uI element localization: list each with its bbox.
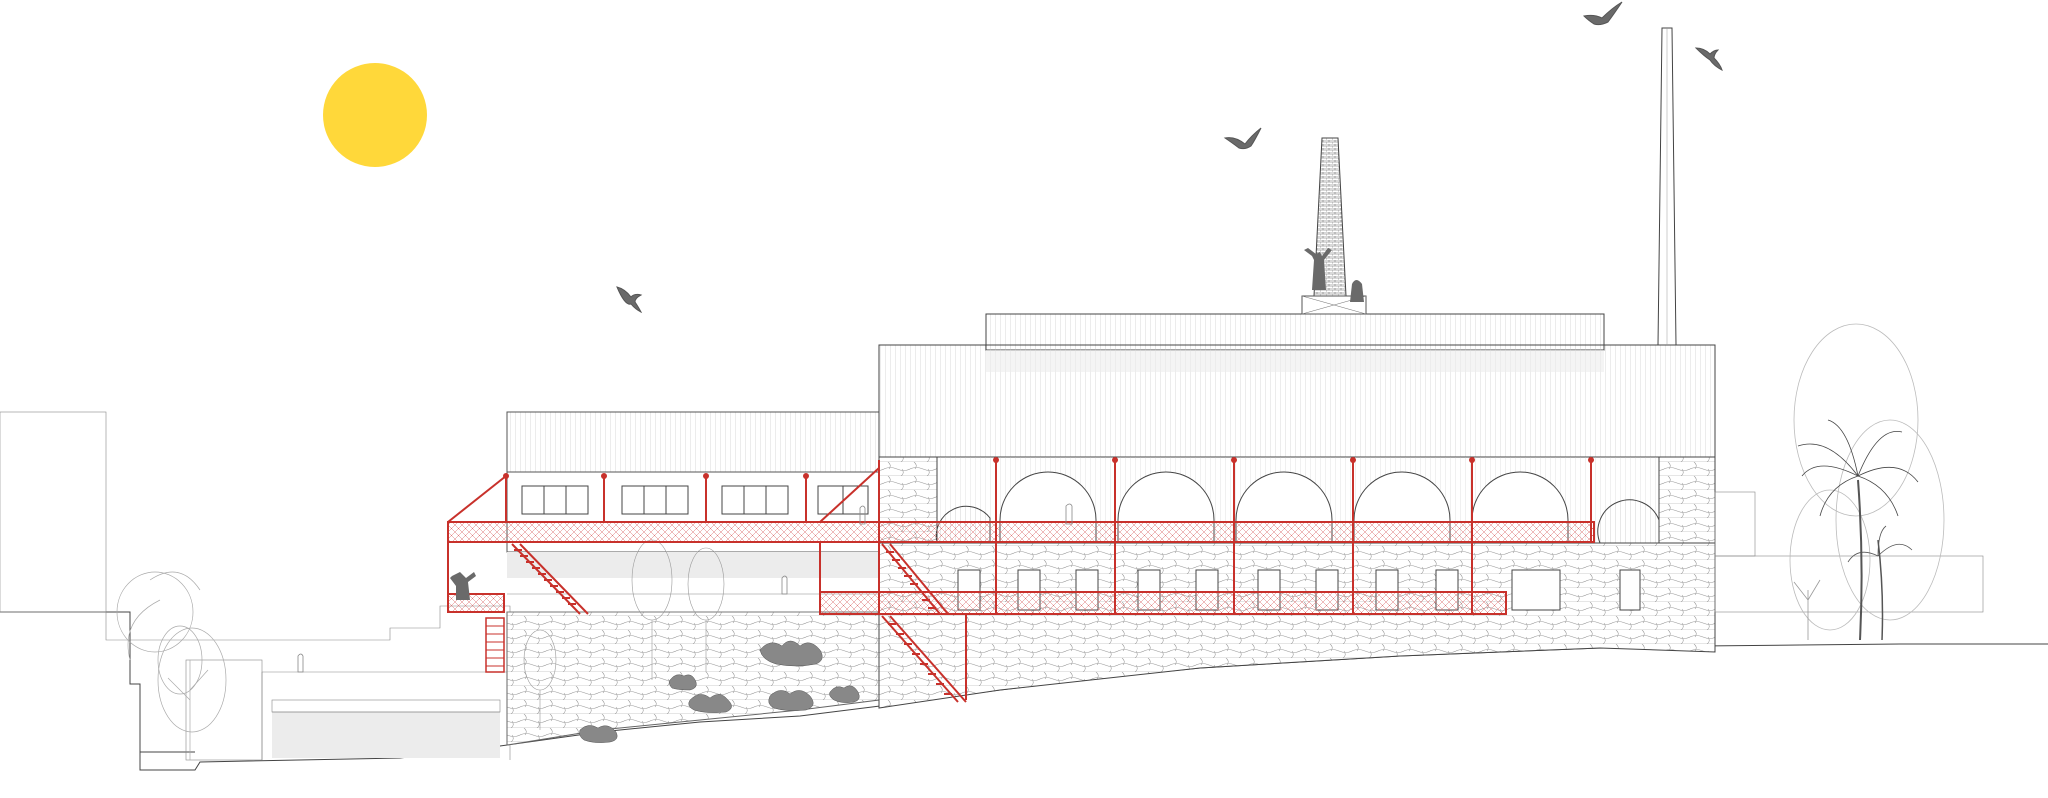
- person-figure: [450, 572, 476, 600]
- doors: [957, 569, 1641, 611]
- steel-chimney: [1657, 27, 1677, 346]
- main-building: [878, 313, 1984, 709]
- left-neighbour-buildings: [0, 411, 511, 761]
- palm-fronds: [1797, 419, 1919, 517]
- left-wing: [506, 411, 880, 746]
- right-vegetation: [1789, 323, 1945, 641]
- birds: [616, 1, 1723, 314]
- palm-trunk: [1857, 479, 1863, 641]
- person-figure: [1350, 280, 1364, 302]
- person-figure: [1304, 248, 1332, 290]
- bird-icon: [616, 286, 643, 314]
- red-stairs: [511, 543, 967, 703]
- bird-icon: [1223, 127, 1262, 150]
- bird-icon: [1582, 1, 1623, 26]
- people: [297, 248, 1364, 673]
- slope-trees: [523, 539, 725, 730]
- bird-icon: [1694, 47, 1723, 71]
- red-walkway-structure: [447, 457, 1595, 703]
- slope-vegetation: [579, 640, 860, 743]
- left-trees: [116, 571, 227, 760]
- sun: [323, 63, 427, 167]
